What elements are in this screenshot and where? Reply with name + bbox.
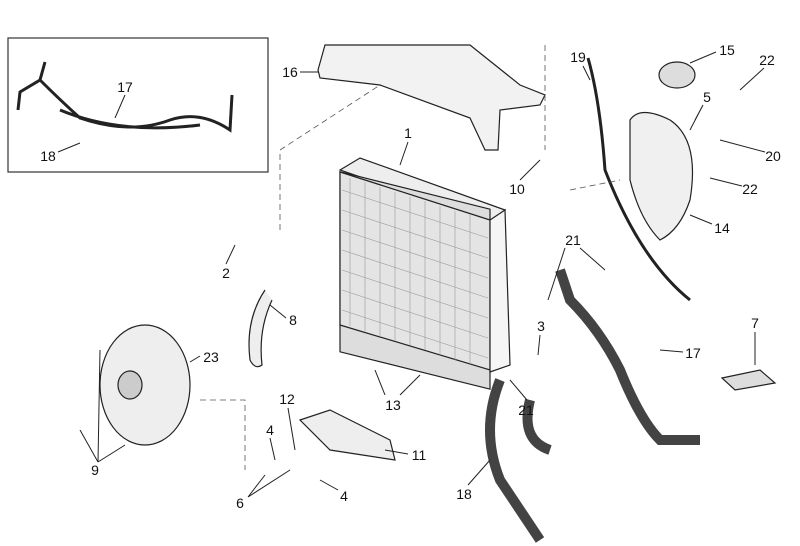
callout-22-bottom: 22 xyxy=(742,181,758,197)
assembly-dash-lines xyxy=(200,45,621,470)
callout-21-bottom: 21 xyxy=(518,402,534,418)
callout-3: 3 xyxy=(537,318,545,334)
callout-1: 1 xyxy=(404,125,412,141)
expansion-tank xyxy=(629,111,693,241)
bracket-8 xyxy=(248,289,273,368)
radiator-cover xyxy=(317,44,546,151)
callout-8: 8 xyxy=(289,312,297,328)
callout-22-top: 22 xyxy=(759,52,775,68)
callout-15: 15 xyxy=(719,42,735,58)
callout-4-top: 4 xyxy=(266,422,274,438)
radiator-core-grid xyxy=(341,178,489,364)
inset-hose xyxy=(16,61,234,133)
callout-2: 2 xyxy=(222,265,230,281)
callout-10: 10 xyxy=(509,181,525,197)
hose-18 xyxy=(485,378,552,543)
callout-18-inset: 18 xyxy=(40,148,56,164)
sensor-7 xyxy=(720,369,777,391)
callout-17: 17 xyxy=(685,345,701,361)
cooling-fan xyxy=(99,324,191,446)
callout-7: 7 xyxy=(751,315,759,331)
callout-11: 11 xyxy=(411,447,427,463)
callout-21-top: 21 xyxy=(565,232,581,248)
callout-23: 23 xyxy=(203,349,219,365)
callout-20: 20 xyxy=(765,148,781,164)
callout-12: 12 xyxy=(279,391,295,407)
bracket-11 xyxy=(298,409,396,461)
callout-19: 19 xyxy=(570,49,586,65)
callout-5: 5 xyxy=(703,89,711,105)
callout-14: 14 xyxy=(714,220,730,236)
tank-cap xyxy=(658,61,696,89)
inset-frame xyxy=(7,37,269,173)
callout-9: 9 xyxy=(91,462,99,478)
callout-17-inset: 17 xyxy=(117,79,133,95)
callout-6: 6 xyxy=(236,495,244,511)
hose-17 xyxy=(555,268,700,445)
callout-4-bottom: 4 xyxy=(340,488,348,504)
hose-19-20 xyxy=(586,57,691,302)
callout-16: 16 xyxy=(282,64,298,80)
callout-18: 18 xyxy=(456,486,472,502)
callout-13: 13 xyxy=(385,397,401,413)
leader-lines xyxy=(57,51,766,498)
